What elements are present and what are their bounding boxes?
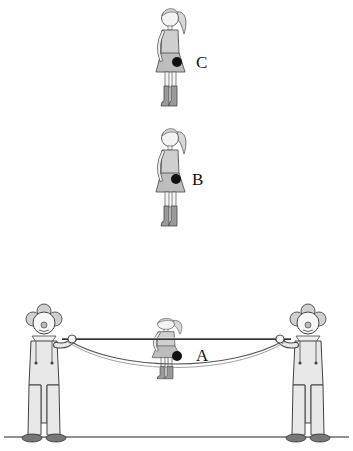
position-label: B [192,171,203,188]
clown-right [278,304,330,442]
position-dot [172,57,182,67]
girl-a [152,318,182,378]
clown-left [22,304,74,442]
rope [62,338,291,340]
girl-c [156,9,186,106]
girl-b [156,129,186,226]
net [68,340,285,364]
position-dot [172,351,182,361]
position-label: A [196,347,208,364]
position-label: C [196,54,207,71]
position-dot [171,174,181,184]
